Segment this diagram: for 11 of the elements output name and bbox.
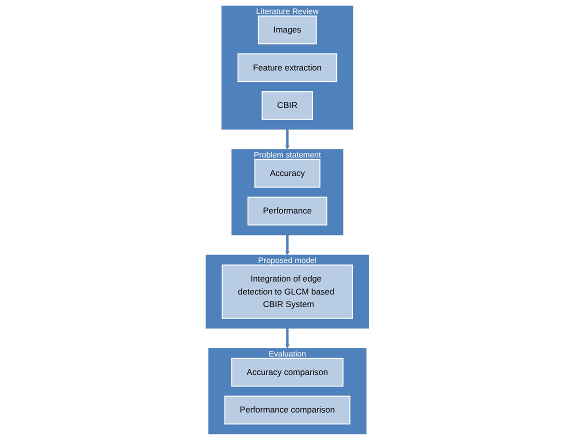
node-box: Performance <box>247 196 327 226</box>
node-box: CBIR <box>261 91 313 120</box>
arrow <box>284 129 290 150</box>
node-box: Feature extraction <box>237 53 337 82</box>
node-box: Accuracy comparison <box>230 358 344 387</box>
arrow <box>284 235 290 256</box>
node-box: Performance comparison <box>224 396 350 424</box>
arrow <box>284 328 290 349</box>
node-box: Integration of edge detection to GLCM based CBIR System <box>221 264 353 319</box>
node-box: Accuracy <box>254 158 320 188</box>
node-box: Images <box>258 16 316 44</box>
